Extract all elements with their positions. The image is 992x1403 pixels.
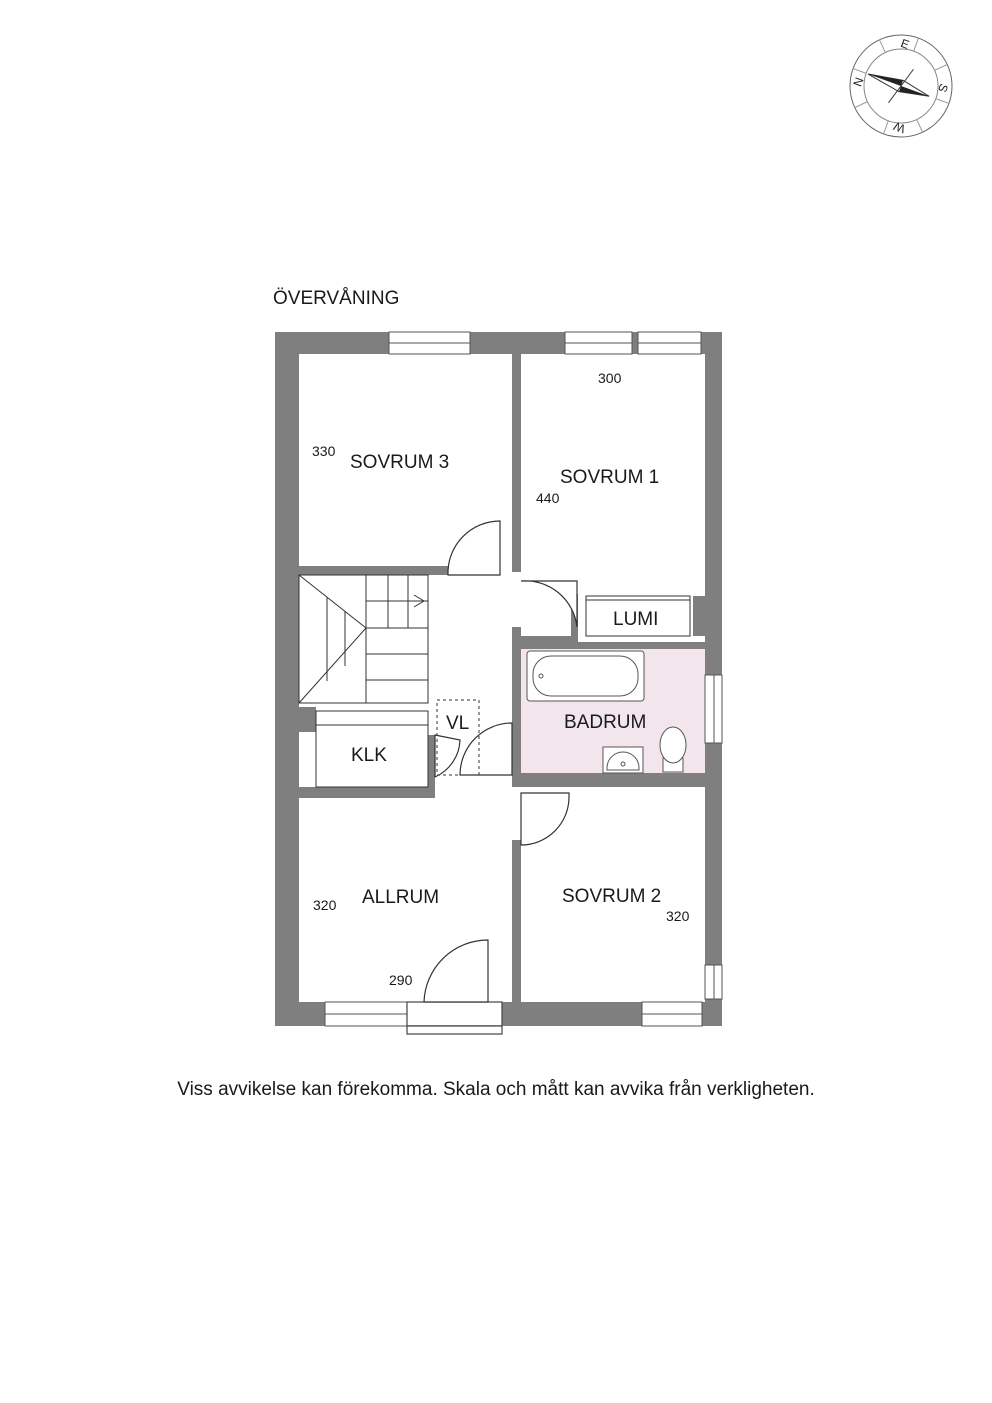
- sink: [602, 746, 644, 774]
- room-label-lumi: LUMI: [613, 609, 658, 630]
- dim-allrum-width: 290: [389, 972, 413, 988]
- interior-walls: [299, 354, 705, 1002]
- dim-sovrum1-length: 440: [536, 490, 560, 506]
- room-label-sovrum1: SOVRUM 1: [560, 467, 659, 488]
- door-swings: [423, 520, 578, 1003]
- balcony-door: [406, 1001, 503, 1035]
- room-label-badrum: BADRUM: [564, 712, 646, 733]
- disclaimer-text: Viss avvikelse kan förekomma. Skala och …: [177, 1079, 815, 1100]
- room-label-sovrum2: SOVRUM 2: [562, 886, 661, 907]
- dim-sovrum3-length: 330: [312, 443, 336, 459]
- fixtures: [315, 595, 691, 788]
- floor-title: ÖVERVÅNING: [273, 288, 400, 309]
- staircase: [298, 574, 429, 704]
- dim-sovrum2-length: 320: [666, 908, 690, 924]
- windows: [324, 331, 723, 1027]
- dim-sovrum1-width: 300: [598, 370, 622, 386]
- compass-rose: N E S W: [849, 34, 953, 138]
- toilet: [659, 726, 687, 773]
- room-label-sovrum3: SOVRUM 3: [350, 452, 449, 473]
- bathtub: [526, 650, 645, 702]
- room-label-allrum: ALLRUM: [362, 887, 439, 908]
- dim-allrum-length: 320: [313, 897, 337, 913]
- compass-w: W: [891, 119, 907, 136]
- room-label-klk: KLK: [351, 745, 387, 766]
- room-label-vl: VL: [446, 713, 469, 734]
